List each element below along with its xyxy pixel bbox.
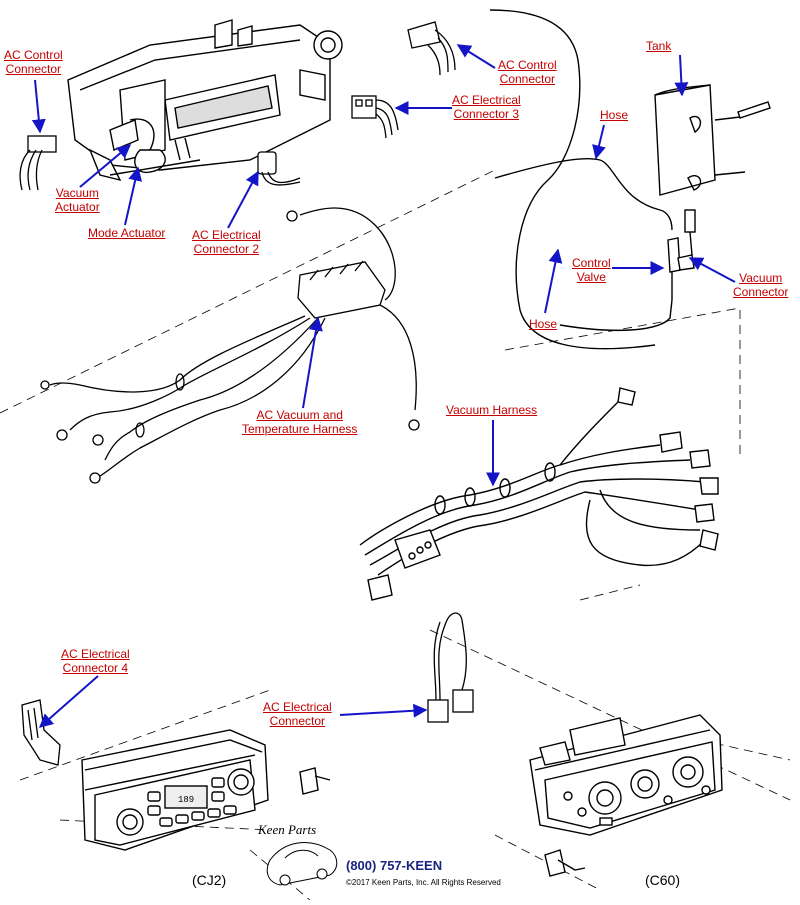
hose-and-tank-drawing [489,9,771,350]
vacuum-harness-drawing [359,387,719,601]
label-hose-top: Hose [600,108,629,122]
callout-arrows [31,44,736,728]
label-tank: Tank [646,39,672,53]
brand-phone: (800) 757-KEEN [346,858,443,873]
control-panel-cj2 [81,729,331,851]
ac-vacuum-temperature-harness-drawing [40,207,420,484]
brand-copyright: ©2017 Keen Parts, Inc. All Rights Reserv… [346,878,501,887]
control-panel-c60 [529,714,723,877]
label-mode-actuator: Mode Actuator [88,226,166,240]
caption-cj2: (CJ2) [192,872,227,888]
connector-drawings [19,21,474,766]
keen-parts-car-logo [266,842,338,886]
caption-c60: (C60) [645,872,681,888]
brand-logo-text: Keen Parts [258,822,317,837]
hvac-module [67,19,343,182]
label-vacuum-harness: Vacuum Harness [446,403,538,417]
panel-display-readout: 189 [178,795,194,805]
label-hose-bottom: Hose [529,317,558,331]
